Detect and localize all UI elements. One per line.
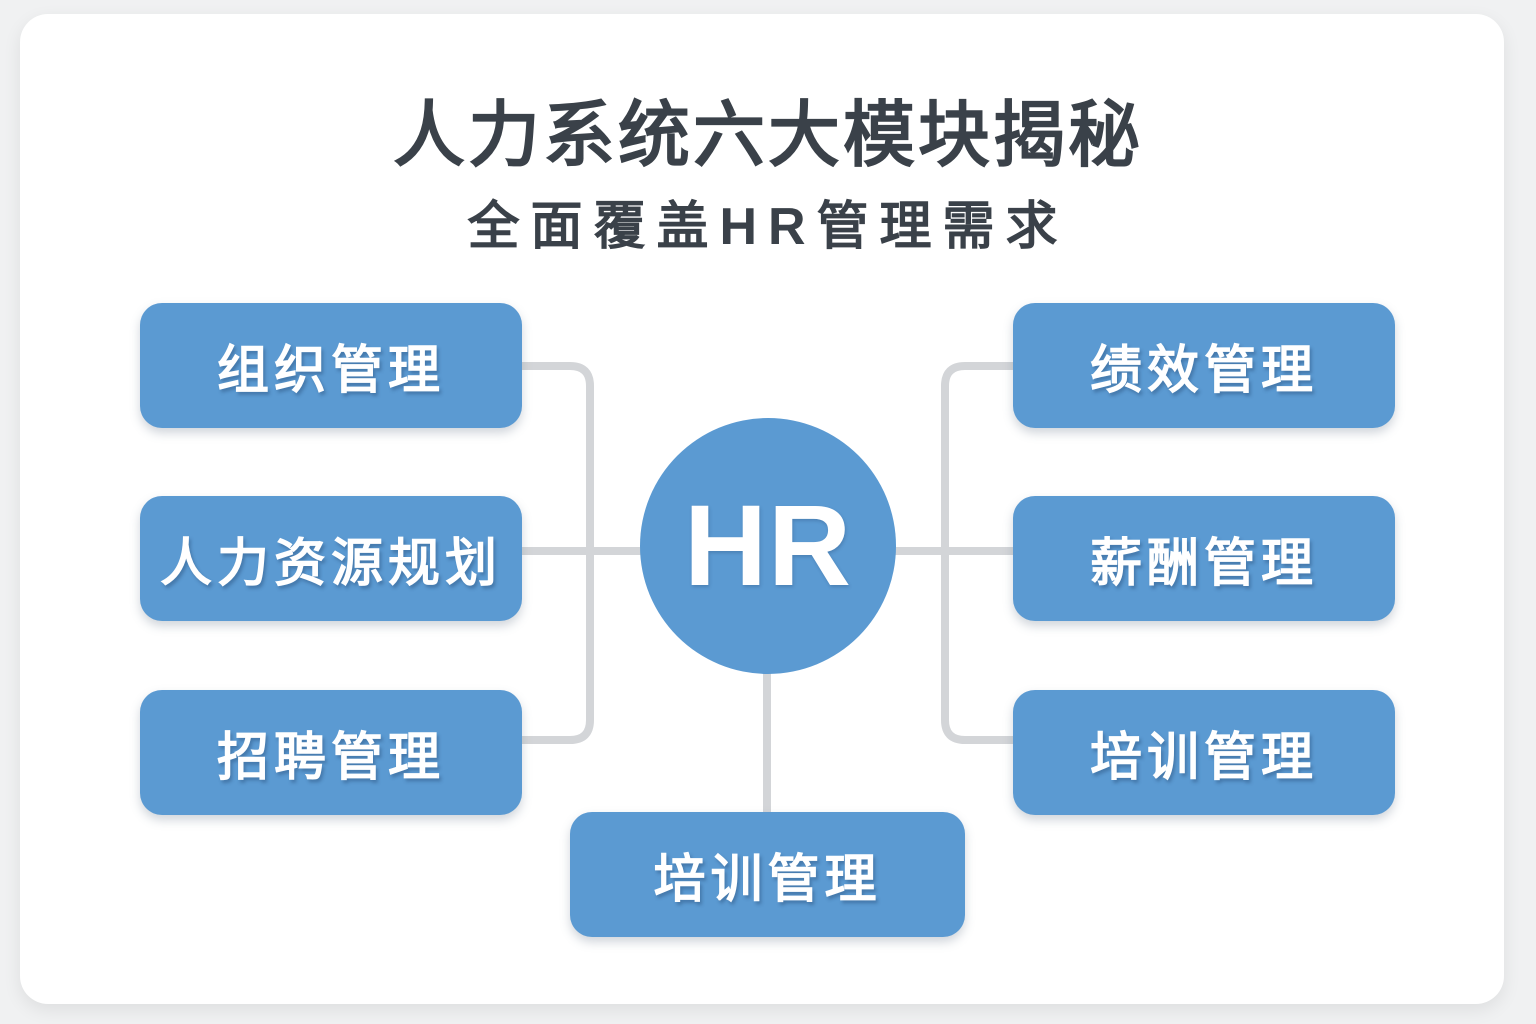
module-label: 培训管理 xyxy=(1089,729,1318,787)
page-subtitle: 全面覆盖HR管理需求 xyxy=(467,198,1069,256)
module-label: 组织管理 xyxy=(216,342,445,400)
module-box-organization: 组织管理 xyxy=(140,303,522,428)
module-label: 人力资源规划 xyxy=(159,535,502,593)
module-box-training-bottom: 培训管理 xyxy=(570,812,965,937)
module-box-training: 培训管理 xyxy=(1013,690,1395,815)
module-box-recruitment: 招聘管理 xyxy=(140,690,522,815)
hub-circle: HR xyxy=(640,418,896,674)
hub-label: HR xyxy=(683,482,853,610)
module-box-hr-planning: 人力资源规划 xyxy=(140,496,522,621)
module-label: 培训管理 xyxy=(653,851,882,909)
module-box-compensation: 薪酬管理 xyxy=(1013,496,1395,621)
module-label: 招聘管理 xyxy=(216,729,445,787)
page-title: 人力系统六大模块揭秘 xyxy=(392,96,1143,176)
module-box-performance: 绩效管理 xyxy=(1013,303,1395,428)
module-label: 绩效管理 xyxy=(1089,342,1318,400)
module-label: 薪酬管理 xyxy=(1089,535,1318,593)
